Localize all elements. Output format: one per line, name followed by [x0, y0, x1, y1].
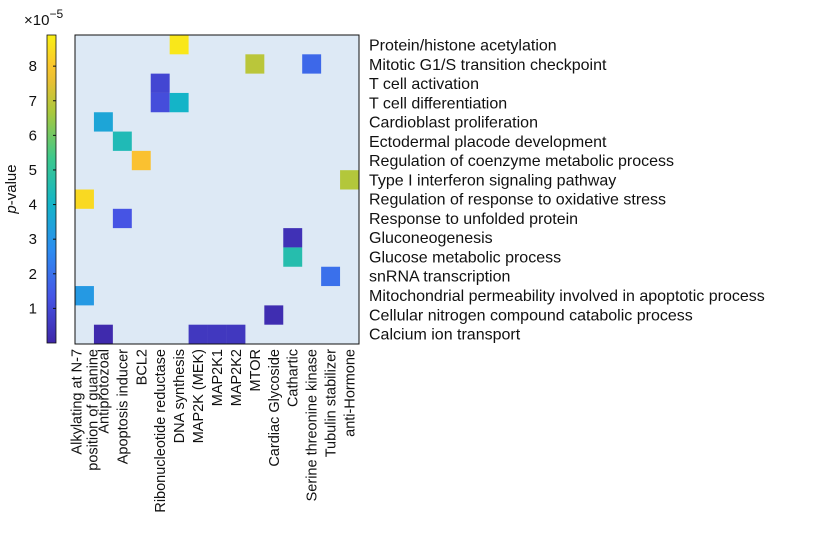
column-label-line: Ribonucleotide reductase: [153, 349, 169, 513]
colorbar-tick-label: 6: [29, 127, 37, 144]
column-label-line: Apoptosis inducer: [115, 349, 131, 464]
column-label-line: Cardiac Glycoside: [267, 349, 283, 467]
heatmap-cell: [188, 324, 208, 344]
column-label: BCL2: [134, 349, 150, 385]
heatmap-cell: [340, 170, 359, 190]
colorbar-tick-label: 1: [29, 300, 37, 317]
column-label: Tubulin stabilizer: [324, 349, 340, 457]
colorbar: 1 2 3 4 5 6 7 8 ×10−5 p-value: [3, 7, 63, 344]
heatmap-cell: [245, 54, 265, 74]
column-label: Antiprotozoal: [96, 349, 112, 434]
column-label-line: Cathartic: [286, 349, 302, 407]
heatmap-cell: [93, 324, 113, 344]
column-label: MAP2K1: [210, 349, 226, 406]
heatmap-frame: [74, 34, 360, 345]
heatmap-cell: [75, 286, 94, 306]
row-label: snRNA transcription: [369, 269, 510, 286]
heatmap-cell: [112, 208, 132, 229]
colorbar-tick-label: 4: [29, 197, 37, 214]
colorbar-exponent: ×10−5: [24, 7, 63, 29]
heatmap-grid: [74, 34, 360, 345]
heatmap-cell: [207, 324, 227, 344]
colorbar-tick-label: 7: [29, 93, 37, 110]
column-label-line: anti-Hormone: [343, 349, 359, 437]
row-label: Protein/histone acetylation: [369, 38, 557, 55]
column-label: anti-Hormone: [343, 349, 359, 437]
heatmap-background: [74, 34, 360, 345]
row-label: T cell differentiation: [369, 95, 507, 112]
heatmap-cell: [283, 228, 303, 248]
column-label: Serine threonine kinase: [305, 349, 321, 501]
row-label: Regulation of coenzyme metabolic process: [369, 153, 674, 170]
column-label-line: Serine threonine kinase: [305, 349, 321, 501]
colorbar-tick-label: 2: [29, 266, 37, 283]
row-label: Mitotic G1/S transition checkpoint: [369, 57, 607, 74]
column-label: MTOR: [248, 349, 264, 391]
row-label: Type I interferon signaling pathway: [369, 172, 616, 189]
column-label: Cardiac Glycoside: [267, 349, 283, 467]
heatmap-cell: [169, 92, 189, 113]
heatmap-cell: [321, 266, 341, 287]
column-label-line: MAP2K (MEK): [191, 349, 207, 443]
column-label: Apoptosis inducer: [115, 349, 131, 464]
column-label-line: MAP2K1: [210, 349, 226, 406]
column-label-line: MAP2K2: [229, 349, 245, 406]
column-label: Ribonucleotide reductase: [153, 349, 169, 513]
column-label-line: Tubulin stabilizer: [324, 349, 340, 457]
column-label: DNA synthesis: [172, 349, 188, 443]
row-label: Calcium ion transport: [369, 327, 521, 344]
row-label: Glucose metabolic process: [369, 249, 561, 266]
row-label: T cell activation: [369, 76, 479, 93]
heatmap-cell: [150, 73, 170, 93]
heatmap-cell: [169, 35, 189, 55]
heatmap-cell: [112, 131, 132, 151]
column-label: Cathartic: [286, 349, 302, 407]
heatmap-cell: [75, 189, 94, 209]
heatmap-cell: [302, 54, 322, 74]
colorbar-tick-label: 3: [29, 231, 37, 248]
column-label-line: position of guanine: [85, 349, 101, 471]
heatmap-cell: [150, 92, 170, 113]
heatmap-cell: [131, 150, 151, 171]
column-label-line: Antiprotozoal: [96, 349, 112, 434]
heatmap-cell: [264, 305, 284, 325]
row-label: Gluconeogenesis: [369, 230, 493, 247]
heatmap-cell: [226, 324, 246, 344]
row-label: Cellular nitrogen compound catabolic pro…: [369, 307, 693, 324]
row-label: Regulation of response to oxidative stre…: [369, 192, 666, 209]
column-label-line: DNA synthesis: [172, 349, 188, 443]
colorbar-gradient: [46, 34, 57, 344]
column-label: MAP2K2: [229, 349, 245, 406]
column-label: MAP2K (MEK): [191, 349, 207, 443]
row-label: Response to unfolded protein: [369, 211, 578, 228]
row-label: Ectodermal placode development: [369, 134, 607, 151]
column-label-line: Alkylating at N-7: [69, 349, 85, 455]
colorbar-tick-label: 5: [29, 162, 37, 179]
heatmap-cell: [93, 112, 113, 132]
column-label-line: MTOR: [248, 349, 264, 391]
colorbar-tick-label: 8: [29, 58, 37, 75]
row-label: Cardioblast proliferation: [369, 115, 538, 132]
row-label: Mitochondrial permeability involved in a…: [369, 288, 765, 305]
column-label-line: BCL2: [134, 349, 150, 385]
colorbar-axis-label: p-value: [3, 164, 20, 214]
heatmap-cell: [283, 247, 303, 267]
